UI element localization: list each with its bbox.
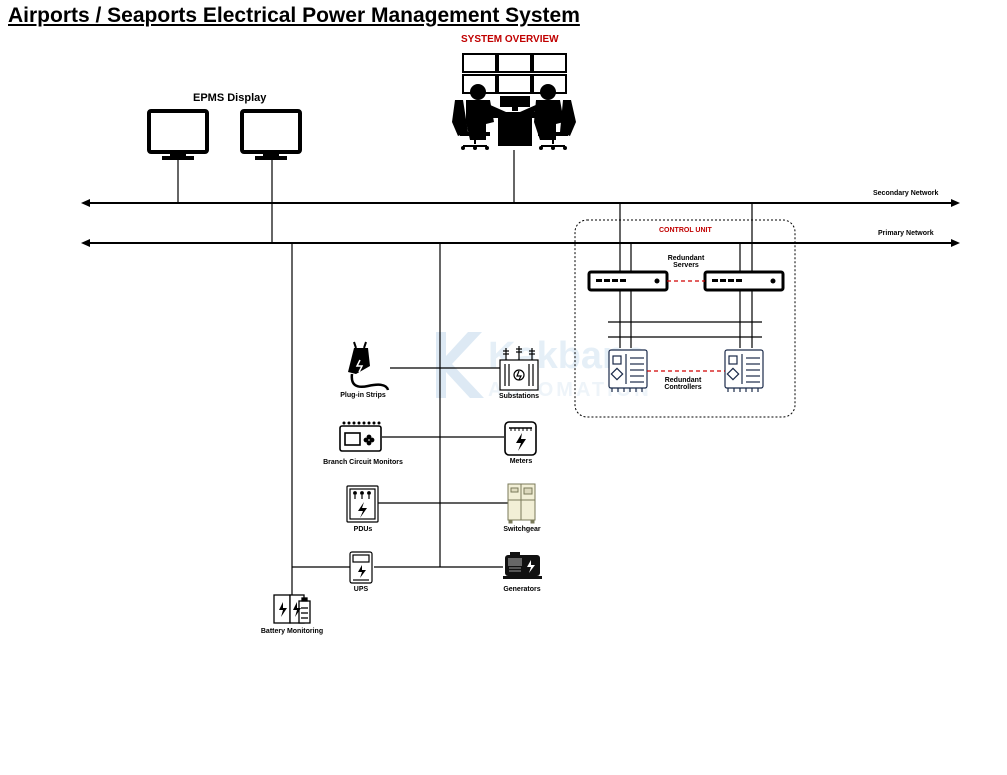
control-unit-title: CONTROL UNIT [659, 227, 712, 234]
switchgear-icon [507, 483, 536, 524]
branch-circuit-monitor-icon [339, 421, 382, 452]
redundant-servers-line2: Servers [673, 262, 699, 269]
redundant-servers-line1: Redundant [667, 255, 705, 262]
redundant-servers-label: Redundant Servers [660, 255, 712, 269]
pdu-icon [346, 485, 379, 523]
plug-in-strips-label: Plug-in Strips [340, 392, 386, 399]
substations-label: Substations [498, 393, 540, 400]
generator-icon [503, 552, 542, 579]
secondary-network-bus [81, 199, 960, 207]
control-room-icon [452, 53, 576, 150]
redundant-controller-1 [608, 349, 648, 392]
control-unit-boundary [574, 219, 796, 418]
redundant-server-1 [587, 270, 669, 292]
battery-monitoring-icon [273, 594, 311, 624]
ups-label: UPS [353, 586, 369, 593]
redundant-server-2 [703, 270, 785, 292]
meter-icon [504, 421, 537, 456]
battery-monitoring-label: Battery Monitoring [260, 628, 324, 635]
redundant-controllers-label: Redundant Controllers [657, 377, 709, 391]
redundant-controller-2 [724, 349, 764, 392]
secondary-network-label: Secondary Network [873, 190, 939, 197]
switchgear-label: Switchgear [503, 526, 541, 533]
epms-monitor-1 [147, 109, 209, 160]
epms-monitor-2 [240, 109, 302, 160]
epms-display-label: EPMS Display [193, 92, 267, 104]
redundant-controllers-line2: Controllers [664, 384, 702, 391]
ups-icon [349, 551, 373, 584]
redundant-controllers-line1: Redundant [664, 377, 702, 384]
meters-label: Meters [509, 458, 533, 465]
system-overview-label: SYSTEM OVERVIEW [461, 34, 559, 45]
generators-label: Generators [503, 586, 541, 593]
page-title: Airports / Seaports Electrical Power Man… [8, 4, 580, 27]
primary-network-label: Primary Network [878, 230, 934, 237]
branch-circuit-monitors-label: Branch Circuit Monitors [323, 459, 403, 466]
substation-icon [499, 346, 539, 391]
pdus-label: PDUs [353, 526, 373, 533]
plug-icon [348, 341, 390, 391]
connector-lines [177, 150, 762, 597]
primary-network-bus [81, 239, 960, 247]
